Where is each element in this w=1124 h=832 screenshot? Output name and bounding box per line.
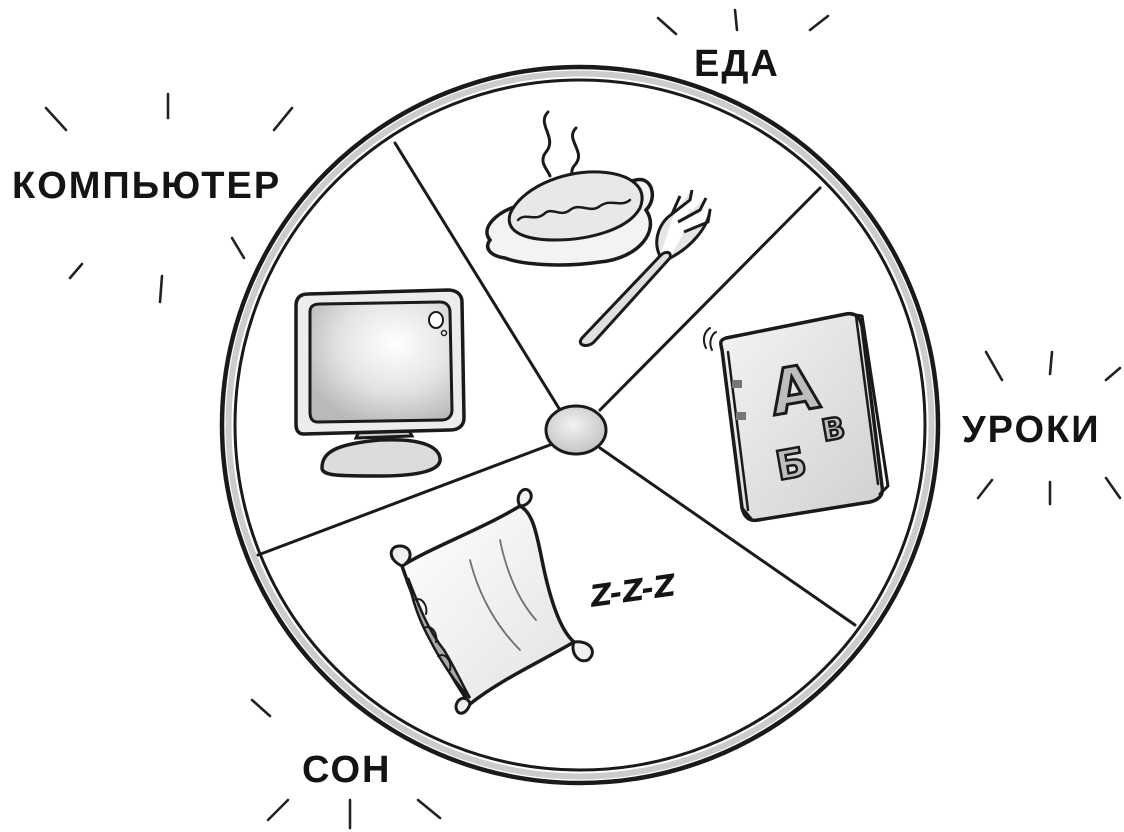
spoke-upper-right — [598, 186, 822, 412]
wheel-hub — [544, 404, 608, 456]
food-plate-icon — [485, 110, 655, 267]
monitor-icon — [294, 288, 466, 478]
wheel-inner-rim — [233, 78, 927, 772]
pillow-icon — [389, 487, 594, 715]
label-computer-group: КОМПЬЮТЕР — [12, 92, 294, 304]
label-lessons-group: УРОКИ — [962, 350, 1122, 506]
wheel-spokes — [256, 141, 857, 627]
label-food-group: ЕДА — [656, 8, 830, 85]
book-icon: А В Б — [702, 311, 890, 523]
spoke-lower-right — [598, 446, 857, 627]
label-sleep-group: СОН — [250, 698, 442, 830]
label-computer: КОМПЬЮТЕР — [12, 165, 281, 207]
spoke-lower-left — [256, 441, 557, 557]
label-sleep: СОН — [302, 749, 392, 791]
label-food: ЕДА — [694, 43, 780, 85]
label-lessons: УРОКИ — [962, 409, 1101, 451]
fork-icon — [579, 189, 712, 347]
spoke-upper-left — [393, 141, 562, 412]
